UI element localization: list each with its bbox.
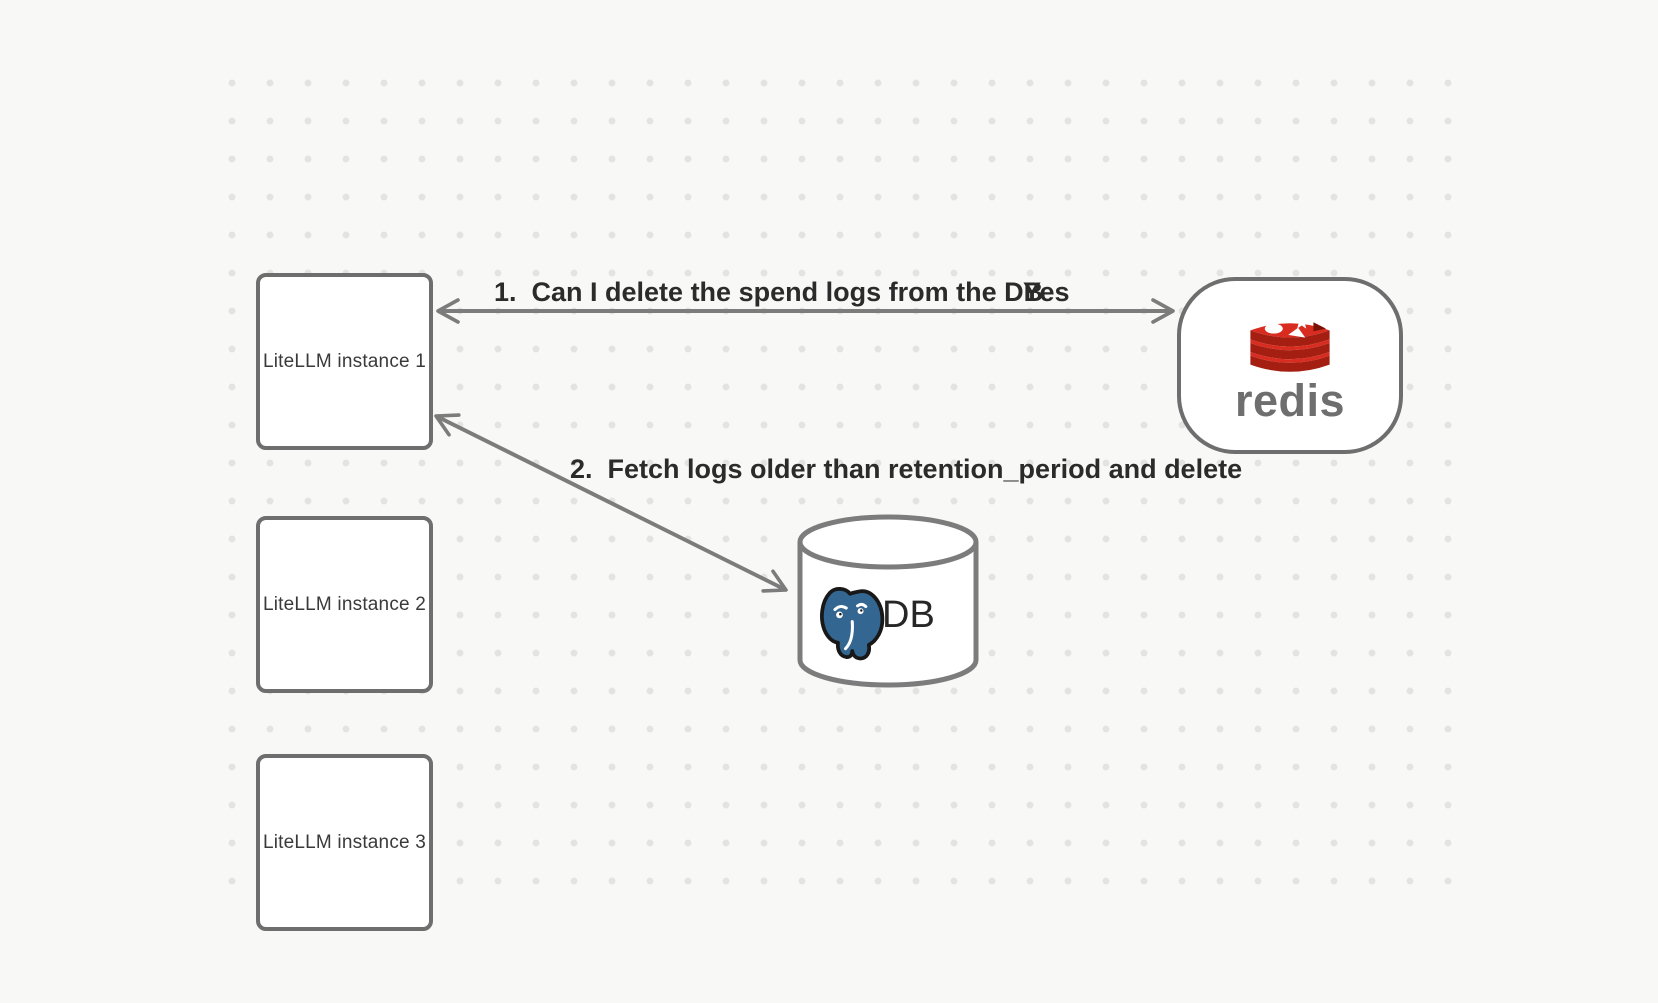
node-label: LiteLLM instance 2 <box>262 593 427 615</box>
redis-label: redis <box>1234 375 1346 426</box>
node-label: LiteLLM instance 1 <box>262 350 427 372</box>
node-litellm-instance-1: LiteLLM instance 1 <box>256 273 433 450</box>
edge-label-yes: Yes <box>1023 277 1070 307</box>
node-litellm-instance-2: LiteLLM instance 2 <box>256 516 433 693</box>
edge-label-fetch-logs: 2. Fetch logs older than retention_perio… <box>570 454 1243 484</box>
redis-logo-icon <box>1250 314 1330 372</box>
postgresql-elephant-icon <box>820 587 885 661</box>
edge-label-delete-spend-logs: 1. Can I delete the spend logs from the … <box>494 277 1044 307</box>
node-label: LiteLLM instance 3 <box>262 831 427 853</box>
node-redis: redis <box>1177 277 1403 454</box>
db-label: DB <box>882 594 935 636</box>
node-litellm-instance-3: LiteLLM instance 3 <box>256 754 433 931</box>
